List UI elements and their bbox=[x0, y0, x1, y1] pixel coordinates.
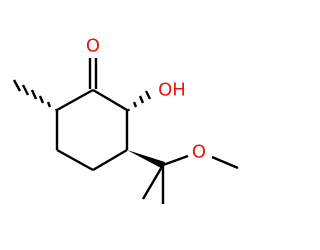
molecule-structure: O OH O bbox=[0, 0, 250, 250]
bond-ether-o-methyl bbox=[211, 155, 239, 170]
bond-c1-c2 bbox=[56, 88, 94, 112]
hash-line bbox=[138, 95, 145, 104]
hydroxyl-label: OH bbox=[158, 80, 186, 101]
wedge-bond-isopropyl bbox=[127, 150, 165, 168]
hashed-bond-hydroxyl bbox=[126, 90, 152, 112]
hash-line bbox=[54, 108, 59, 112]
canvas-background bbox=[0, 0, 250, 250]
ether-oxygen-label: O bbox=[192, 142, 206, 163]
hash-line bbox=[12, 79, 22, 92]
hash-line bbox=[21, 84, 30, 96]
hash-line bbox=[144, 90, 152, 100]
ketone-oxygen-label: O bbox=[86, 36, 100, 57]
quaternary-carbon-bonds bbox=[141, 154, 239, 204]
bond-c3-c4 bbox=[56, 148, 94, 172]
hash-line bbox=[132, 101, 138, 108]
hash-line bbox=[38, 95, 45, 104]
carbonyl-double-bond bbox=[88, 58, 98, 89]
ring-bonds bbox=[55, 88, 129, 172]
hashed-bond-methyl bbox=[12, 79, 59, 112]
bond-cq-ether-o bbox=[162, 154, 189, 167]
bond-c1-c6 bbox=[92, 88, 128, 112]
bond-c4-c5 bbox=[92, 148, 128, 172]
hash-line bbox=[126, 108, 131, 112]
hash-line bbox=[30, 89, 38, 100]
bond-cq-methyl-left bbox=[141, 164, 165, 200]
hash-line bbox=[46, 101, 52, 108]
